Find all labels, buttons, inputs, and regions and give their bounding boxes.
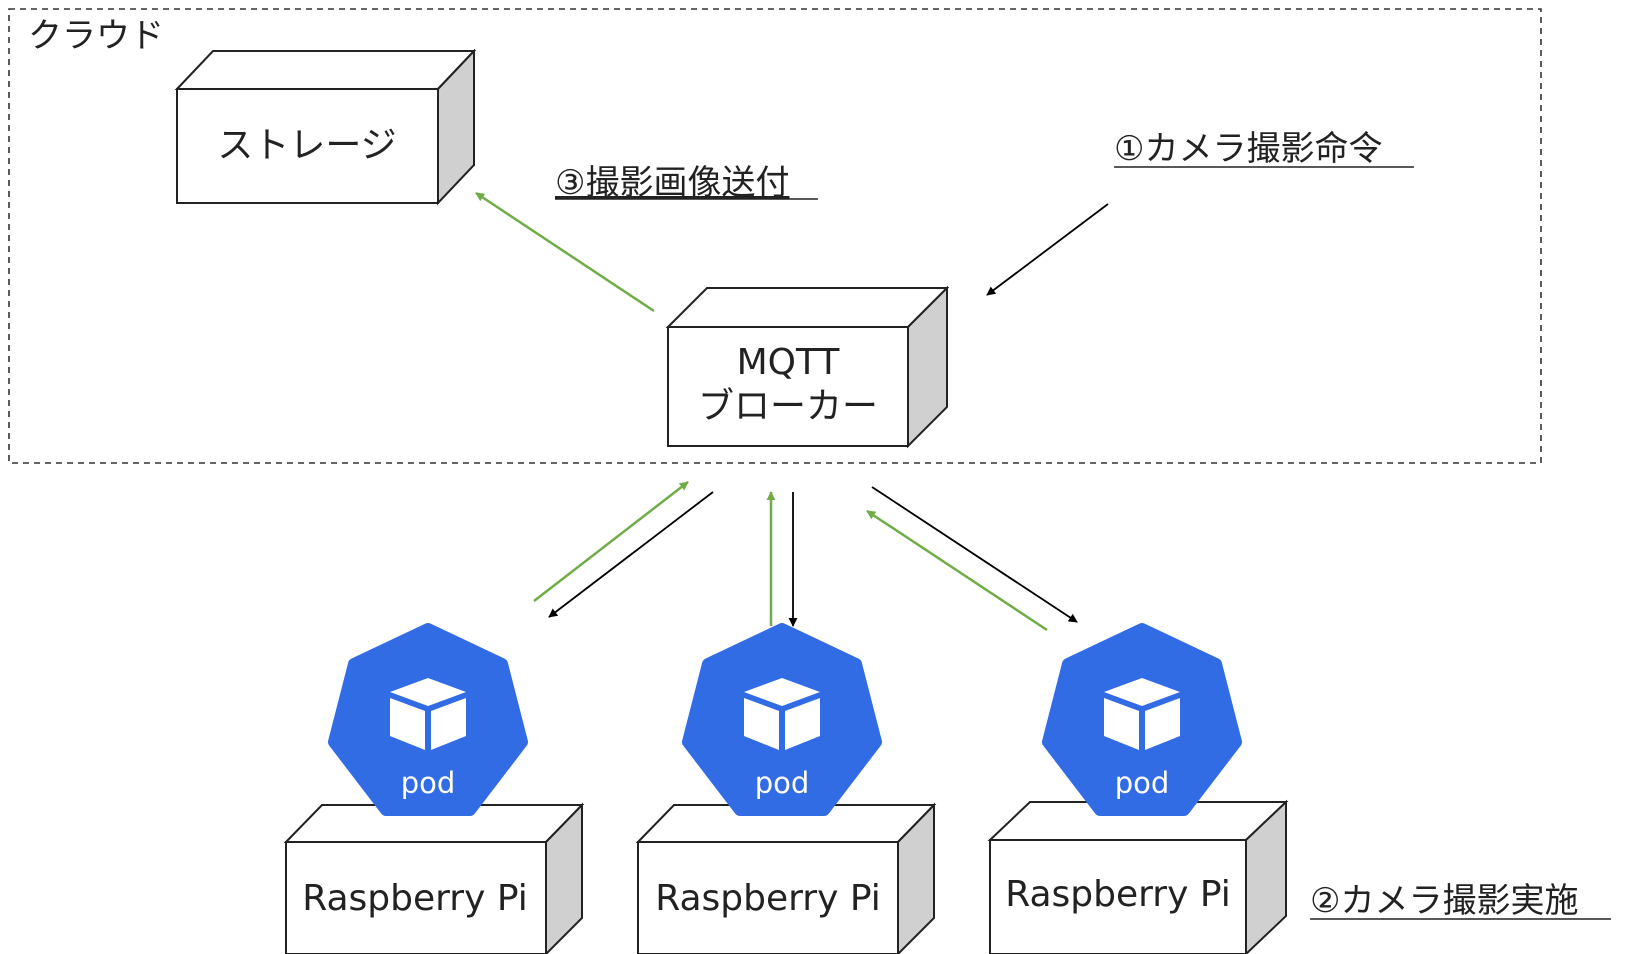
storage-label: ストレージ [217,125,396,166]
image-send-arrow [475,191,655,313]
camera-command-label: ①カメラ撮影命令 [1114,129,1382,169]
image-send-label: ③撮影画像送付 [555,163,789,203]
raspberry-pi-box-2: Raspberry Pi [635,802,937,954]
pod-icon-3: pod [1048,629,1236,810]
command-arrow [986,203,1109,296]
pod-label-2: pod [755,766,810,800]
raspberry-pi-label-2: Raspberry Pi [655,878,881,919]
camera-capture-label: ②カメラ撮影実施 [1310,881,1578,921]
pod-icon-1: pod [334,629,522,810]
broker-label-line1: MQTT [737,342,841,383]
broker-label-line2: ブローカー [698,386,878,427]
storage-box: ストレージ [174,48,477,206]
pod-icon-2: pod [688,629,876,810]
raspberry-pi-label-3: Raspberry Pi [1005,874,1231,915]
cloud-region: クラウド [8,8,1542,464]
mqtt-broker-box: MQTT ブローカー [665,285,950,449]
pod-label-3: pod [1115,766,1170,800]
raspberry-pi-label-1: Raspberry Pi [302,878,528,919]
raspberry-pi-box-3: Raspberry Pi [987,799,1289,954]
pod1-command-arrow [548,491,714,618]
pod3-command-arrow [871,486,1078,623]
pod-label-1: pod [401,766,456,800]
raspberry-pi-box-1: Raspberry Pi [283,802,585,954]
pod1-upload-arrow [533,481,689,602]
pod3-upload-arrow [866,509,1048,632]
cloud-label: クラウド [28,16,164,56]
